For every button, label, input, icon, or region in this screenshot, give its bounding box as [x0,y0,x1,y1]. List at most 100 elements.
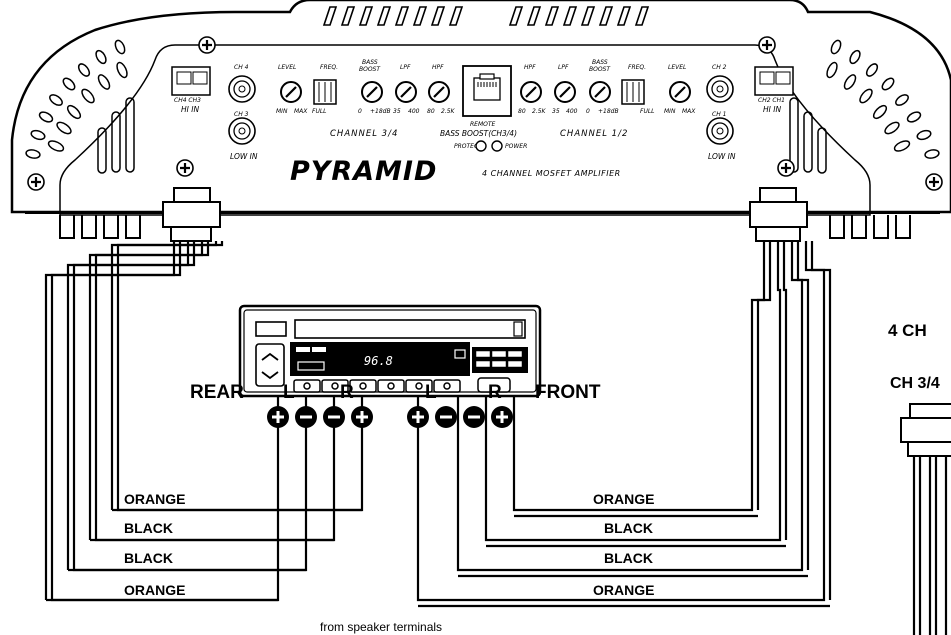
side-connector [900,403,951,457]
boost-max: +18dB [598,108,619,115]
preset-buttons[interactable] [293,377,511,393]
front-right-label: R [488,382,502,403]
level-label: LEVEL [278,64,296,71]
cassette-slot [294,319,526,339]
rear-right-label: R [340,382,354,403]
wire-label-right: ORANGE [593,491,654,507]
heatsink-fins [322,6,650,26]
hi-in-right-label: HI IN [763,105,781,114]
boost-min: 0 [358,108,362,115]
hi-in-right-channels: CH2 CH1 [758,97,785,104]
plus-terminal-icon [491,406,513,428]
wire-label-left: ORANGE [124,582,185,598]
wire-label-left: BLACK [124,550,173,566]
screw-icon [27,36,943,191]
display-frequency: 96.8 [364,354,393,368]
hi-in-left-label: HI IN [181,105,199,114]
brand-logo: PYRAMID [290,156,437,187]
channel-12-controls: HPF 80 2.5K LPF 35 400 BASS BOOST 0 +18d… [518,59,696,139]
amplifier [10,0,951,239]
rca-jacks-right: CH 2 CH 1 LOW IN [706,64,736,161]
full-label: FULL [640,108,655,115]
side-panel-title: 4 CH [888,321,927,340]
amplifier-tagline: 4 CHANNEL MOSFET AMPLIFIER [482,169,621,178]
full-label: FULL [312,108,327,115]
hi-in-left-channels: CH4 CH3 [174,97,201,104]
rca-jacks-left: CH 4 CH 3 LOW IN [228,64,258,161]
boost-min: 0 [586,108,590,115]
boost-label: BOOST [589,66,611,73]
bass-label: BASS [362,59,378,66]
low-in-right-label: LOW IN [708,152,736,161]
amplifier-feet [59,215,911,239]
minus-terminal-icon [463,406,485,428]
power-led-icon [491,140,503,152]
rear-label: REAR [190,382,244,403]
wire-label-right: BLACK [604,520,653,536]
caption: from speaker terminals [320,620,442,634]
wire-connector-left [162,187,221,242]
left-vents [25,39,135,174]
ch1-label: CH 1 [712,111,726,118]
wires-left [44,241,364,602]
channel-34-title: CHANNEL 3/4 [330,129,398,139]
plus-terminal-icon [407,406,429,428]
lpf-max: 400 [566,108,578,115]
lpf-label: LPF [400,64,411,71]
volume-rocker[interactable] [255,343,285,387]
remote-port: REMOTE BASS BOOST(CH3/4) [440,65,517,138]
hpf-max: 2.5K [441,108,456,115]
side-panel-subtitle: CH 3/4 [890,375,940,392]
channel-34-controls: LEVEL MIN MAX FREQ. FULL BASS BOOST 0 +1… [276,59,456,139]
min-label: MIN [664,108,676,115]
freq-label: FREQ. [320,64,338,71]
wire-label-left: ORANGE [124,491,185,507]
ch4-label: CH 4 [234,64,249,71]
ch3-label: CH 3 [234,111,249,118]
rear-left-label: L [283,382,295,403]
ch2-label: CH 2 [712,64,727,71]
max-label: MAX [682,108,696,115]
wire-label-left: BLACK [124,520,173,536]
front-label: FRONT [535,382,601,403]
level-label: LEVEL [668,64,686,71]
bass-boost-remote-label: BASS BOOST(CH3/4) [440,129,517,138]
lpf-label: LPF [558,64,569,71]
lpf-min: 35 [552,108,560,115]
wire-label-right: ORANGE [593,582,654,598]
boost-label: BOOST [359,66,381,73]
plus-terminal-icon [267,406,289,428]
hi-in-right-connector: CH2 CH1 HI IN [754,66,794,114]
hpf-min: 80 [518,108,526,115]
boost-max: +18dB [370,108,391,115]
eject-button[interactable] [255,321,287,337]
bass-label: BASS [592,59,608,66]
minus-terminal-icon [435,406,457,428]
side-panel: 4 CH CH 3/4 [888,321,951,635]
hpf-label: HPF [432,64,444,71]
wire-connector-right [749,187,808,242]
remote-label: REMOTE [470,121,496,128]
hpf-label: HPF [524,64,536,71]
wires-right [416,241,832,608]
lpf-min: 35 [393,108,401,115]
power-label: POWER [505,143,527,150]
terminal-icons [267,406,513,428]
channel-12-title: CHANNEL 1/2 [560,129,628,139]
hi-in-left-connector: CH4 CH3 HI IN [171,66,211,114]
hpf-min: 80 [427,108,435,115]
amplifier-front-panel [59,44,871,216]
lpf-max: 400 [408,108,420,115]
minus-terminal-icon [295,406,317,428]
protect-label: PROTECT [454,143,483,150]
hpf-max: 2.5K [532,108,547,115]
protect-led-icon [475,140,487,152]
freq-label: FREQ. [628,64,646,71]
max-label: MAX [294,108,308,115]
status-leds: PROTECT POWER [454,140,527,152]
right-vents [789,39,940,174]
low-in-left-label: LOW IN [230,152,258,161]
minus-terminal-icon [323,406,345,428]
car-stereo-head-unit: 96.8 [238,304,542,398]
front-left-label: L [425,382,437,403]
